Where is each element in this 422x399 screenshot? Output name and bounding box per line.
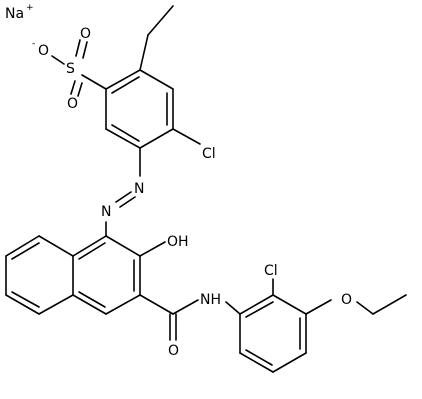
bond-naph-carbonyl (139, 294, 174, 315)
bond-s-o-minus (51, 55, 65, 65)
bond-ethyl-ch2 (139, 34, 149, 71)
bond-naph-r4-inner (78, 291, 106, 308)
atom-chlorine-phenyl: Cl (264, 263, 278, 279)
bond-ph-5 (239, 352, 274, 373)
bond-ring1-d-inner (111, 124, 140, 142)
bond-c-n-amide (172, 299, 199, 315)
bond-naph-r6 (72, 235, 107, 257)
bond-ring-s (81, 74, 107, 90)
bond-layer (5, 5, 407, 373)
bond-ph-1-inner (245, 301, 274, 318)
atom-oxygen-anion-charge: - (32, 39, 35, 49)
bond-ch2-ch3 (372, 294, 407, 315)
bond-ring1-a (139, 69, 174, 90)
bond-ph-2 (272, 294, 307, 315)
bond-ph-1 (239, 294, 274, 315)
bond-naph-r6-inner (78, 242, 106, 260)
atom-label-layer: Na + O - S O O Cl N N OH NH O Cl O (5, 3, 352, 359)
bond-ring1-f-inner (111, 76, 140, 94)
bond-naph-l2 (5, 235, 40, 257)
atom-nitrogen-azo-1: N (134, 181, 144, 197)
bond-azo-2 (119, 196, 136, 208)
atom-nitrogen-amide: NH (200, 292, 221, 308)
atom-oxygen-ethoxy: O (341, 292, 352, 308)
bond-n-phenyl (225, 301, 241, 315)
bond-naph-r3 (105, 294, 141, 315)
bond-naph-l5 (38, 294, 74, 315)
bond-ph-o (305, 299, 332, 315)
bond-naph-oh (139, 241, 166, 257)
bond-ring1-f (105, 69, 141, 90)
bond-ring1-c (139, 128, 174, 149)
atom-oxygen-sulfonyl-bottom: O (67, 96, 78, 112)
atom-oxygen-sulfonyl-top: O (80, 26, 91, 42)
bond-naph-l1 (38, 235, 74, 257)
bond-ring1-d (105, 128, 141, 149)
bond-naph-r4 (72, 294, 107, 315)
bond-naph-r1 (105, 235, 141, 257)
bond-naph-l4-inner (11, 291, 40, 308)
bond-s-o-top-2 (82, 41, 88, 59)
atom-sulfur: S (66, 61, 75, 77)
bond-s-o-bottom-2 (77, 82, 83, 97)
bond-ph-5-inner (245, 349, 273, 366)
atom-sodium: Na (5, 6, 24, 22)
atom-nitrogen-azo-2: N (101, 204, 111, 220)
atom-sodium-charge: + (26, 3, 34, 13)
bond-naph-l4 (5, 294, 40, 315)
bond-ethyl-ch3 (147, 5, 174, 36)
atom-hydroxyl: OH (167, 234, 189, 250)
bond-ph-4 (272, 352, 307, 373)
atom-chlorine-ring: Cl (202, 146, 216, 162)
bond-azo-1 (115, 191, 132, 203)
bond-ring1-cl (172, 128, 201, 145)
bond-o-ch2 (356, 301, 374, 315)
bond-naph-l2-inner (11, 242, 40, 260)
bond-s-o-bottom-1 (70, 80, 76, 95)
atom-oxygen-anion: O (38, 43, 49, 59)
bond-s-o-top-1 (75, 39, 81, 57)
atom-oxygen-carbonyl: O (168, 343, 179, 359)
